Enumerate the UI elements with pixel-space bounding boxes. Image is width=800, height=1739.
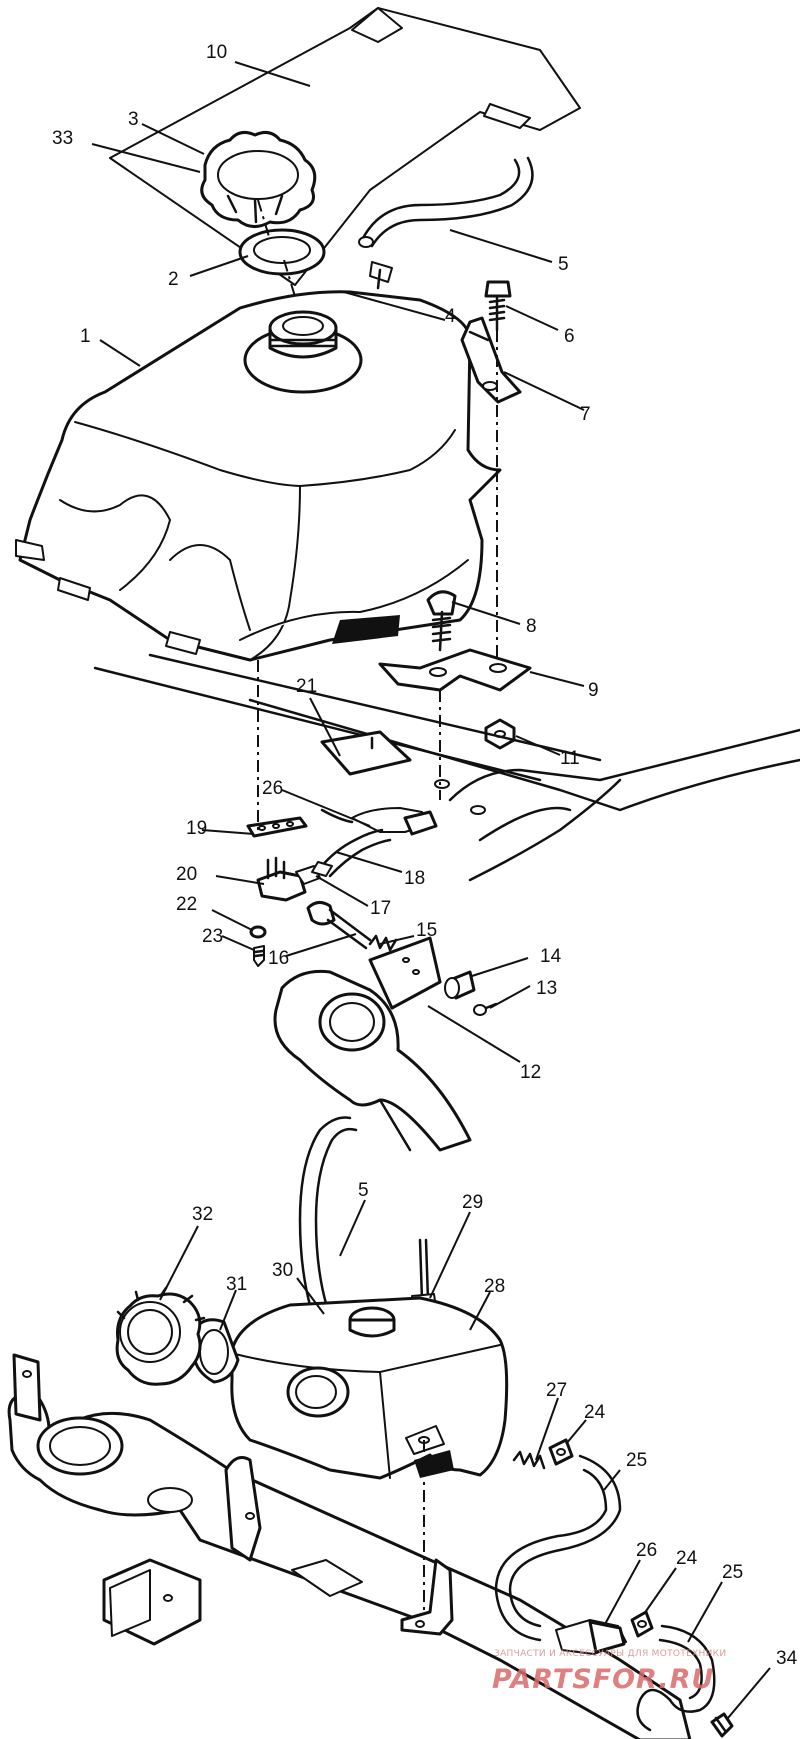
leader-lines: [91, 61, 771, 1719]
callout-7: 7: [580, 404, 591, 425]
rubber-bushing: [444, 970, 476, 1000]
callout-33: 33: [52, 128, 73, 149]
callout-30: 30: [272, 1260, 293, 1281]
warning-decal: [320, 730, 412, 776]
watermark-tagline: ЗАПЧАСТИ И АКСЕССУАРЫ ДЛЯ МОТОТЕХНИКИ: [494, 1649, 726, 1659]
callout-11: 11: [560, 748, 580, 769]
tank-mount-bolt: [426, 590, 457, 652]
callout-19: 19: [186, 818, 207, 839]
tank-mount-bracket: [378, 648, 532, 692]
callout-25-a: 25: [626, 1450, 647, 1471]
mounting-screw-small: [253, 945, 265, 967]
callout-numbers: 10 3 33 2 5 4 6 1 7 8 9 21 11 26 19 18 2…: [52, 42, 798, 1669]
callout-4: 4: [445, 306, 456, 327]
callout-31: 31: [226, 1274, 247, 1295]
intake-mount-plate: [368, 936, 442, 1010]
callout-34: 34: [776, 1648, 798, 1669]
watermark-logo: ЗАПЧАСТИ И АКСЕССУАРЫ ДЛЯ МОТОТЕХНИКИ PA…: [492, 1649, 726, 1695]
hose-clamp-b: [630, 1610, 654, 1638]
fuel-tank: [15, 290, 502, 662]
callout-13: 13: [536, 978, 557, 999]
hose-clip: [710, 1712, 734, 1738]
alignment-centerlines: [257, 199, 498, 1612]
callout-12: 12: [520, 1062, 541, 1083]
callout-29: 29: [462, 1192, 483, 1213]
fuel-outlet-line: [306, 901, 372, 950]
callout-9: 9: [588, 680, 599, 701]
callout-6: 6: [564, 326, 575, 347]
frame-washer: [434, 779, 486, 815]
callout-22: 22: [176, 894, 197, 915]
fuel-shutoff-valve: [256, 856, 321, 902]
oil-hose-lower: [494, 1454, 622, 1642]
tank-bracket-upper: [460, 316, 522, 404]
tank-cap-upper: [200, 130, 317, 228]
callout-14: 14: [540, 946, 562, 967]
callout-28: 28: [484, 1276, 505, 1297]
tank-neck-gasket: [192, 1318, 240, 1384]
callout-3: 3: [128, 109, 139, 130]
callout-20: 20: [176, 864, 197, 885]
callout-32: 32: [192, 1204, 213, 1225]
lock-washer: [249, 925, 267, 939]
rear-frame-lower: [7, 1353, 692, 1739]
fuel-filter-upper: [320, 807, 438, 836]
hose-clamp-a: [548, 1438, 574, 1466]
valve-lever: [311, 861, 333, 877]
callout-26-upper: 26: [262, 778, 283, 799]
valve-bracket: [246, 816, 308, 838]
heat-shield-pad: [109, 7, 581, 286]
callout-27: 27: [546, 1380, 567, 1401]
callout-26-lower: 26: [636, 1540, 657, 1561]
callout-18: 18: [404, 868, 425, 889]
tank-cap-lower: [115, 1286, 206, 1386]
vent-hose-upper: [358, 156, 534, 248]
vent-hose-lower: [298, 1116, 358, 1342]
callout-15: 15: [416, 920, 437, 941]
callout-24-b: 24: [676, 1548, 698, 1569]
bolt-upper: [484, 280, 512, 332]
frame-rail-middle: [93, 653, 800, 882]
callout-5-upper: 5: [558, 254, 569, 275]
fuel-filter-lower: [555, 1619, 627, 1655]
air-intake-boot: [273, 969, 472, 1152]
callout-10: 10: [206, 42, 227, 63]
callout-23: 23: [202, 926, 223, 947]
callout-17: 17: [370, 898, 391, 919]
fuel-hose: [318, 828, 392, 878]
callout-2: 2: [168, 269, 179, 290]
cap-gasket-ring: [238, 228, 326, 276]
callout-8: 8: [526, 616, 537, 637]
reserve-oil-tank: [230, 1296, 509, 1480]
callout-5-lower: 5: [358, 1180, 369, 1201]
callout-24-a: 24: [584, 1402, 606, 1423]
callout-25-b: 25: [722, 1562, 743, 1583]
callout-21: 21: [296, 676, 317, 697]
callout-1: 1: [80, 326, 91, 347]
callout-16: 16: [268, 948, 289, 969]
watermark-brand: PARTSFOR.RU: [492, 1664, 714, 1695]
vent-fitting: [369, 261, 393, 290]
spring-clamp: [512, 1450, 546, 1470]
